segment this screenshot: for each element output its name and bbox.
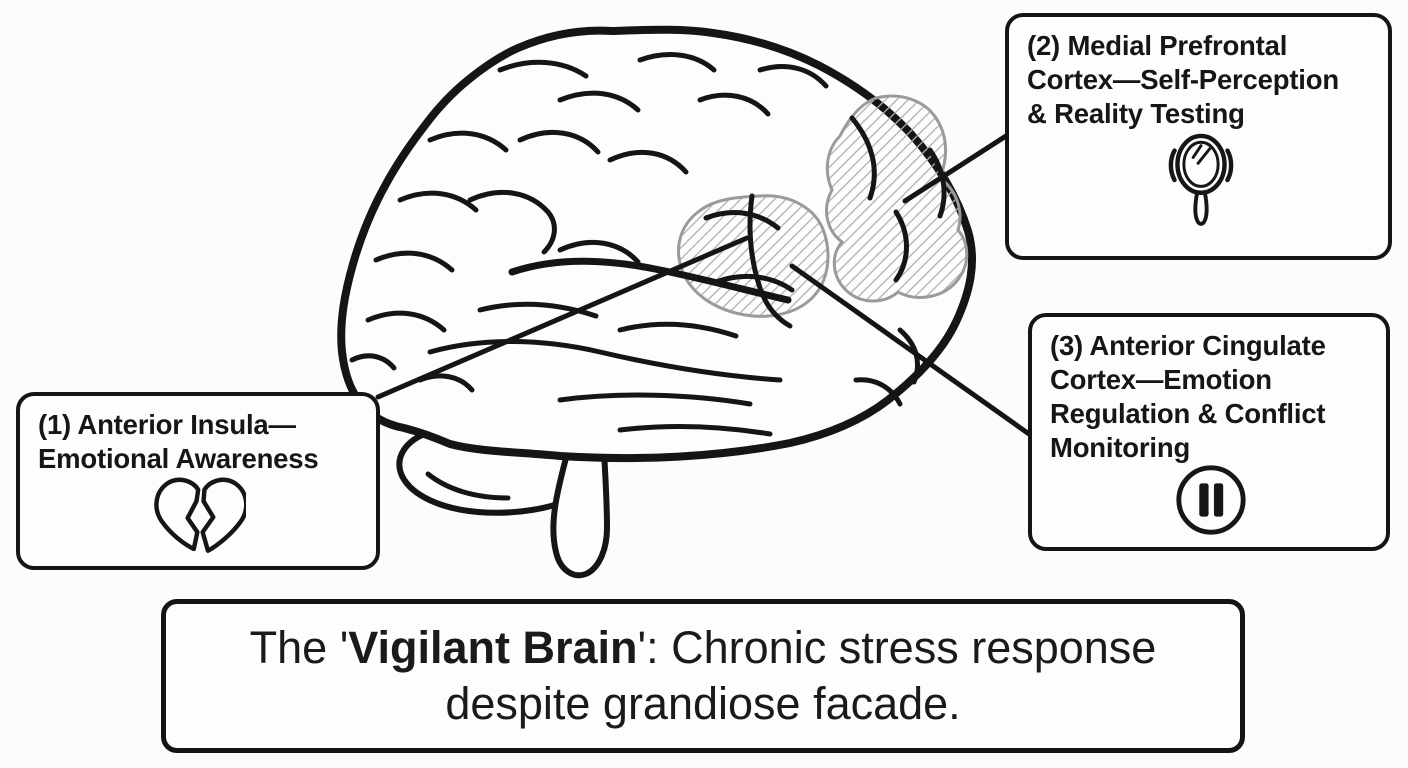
callout-text-line: Regulation & Conflict (1050, 398, 1326, 429)
callout-medial-prefrontal: (2) Medial Prefrontal Cortex—Self-Percep… (1005, 13, 1392, 260)
caption-box: The 'Vigilant Brain': Chronic stress res… (161, 599, 1245, 753)
brain-stem-outline (550, 447, 610, 579)
callout-text-line: Emotional Awareness (38, 443, 319, 474)
callout-anterior-insula: (1) Anterior Insula— Emotional Awareness (16, 392, 380, 570)
leader-line-medial-prefrontal (902, 133, 1009, 204)
caption-text-line2: despite grandiose facade. (445, 678, 961, 729)
callout-anterior-cingulate: (3) Anterior Cingulate Cortex—Emotion Re… (1028, 313, 1390, 551)
callout-text-line: Monitoring (1050, 432, 1191, 463)
caption-text-prefix: The ' (249, 622, 349, 673)
broken-heart-icon (154, 477, 246, 553)
sulci-lines (349, 52, 947, 501)
caption-text-bold: Vigilant Brain (348, 622, 638, 673)
callout-text-line: (2) Medial Prefrontal (1027, 30, 1288, 61)
leader-lines (375, 133, 1032, 437)
caption-text-suffix: ': Chronic stress response (637, 622, 1157, 673)
callout-text-line: Cortex—Emotion (1050, 364, 1272, 395)
highlight-region-medial-prefrontal (825, 94, 969, 303)
pause-icon (1176, 465, 1246, 535)
callout-text-line: Cortex—Self-Perception (1027, 64, 1339, 95)
hand-mirror-icon (1168, 133, 1233, 226)
callout-text-line: (3) Anterior Cingulate (1050, 330, 1326, 361)
callout-text-line: & Reality Testing (1027, 98, 1245, 129)
leader-line-anterior-insula (375, 235, 750, 400)
callout-text-line: (1) Anterior Insula— (38, 409, 296, 440)
leader-line-anterior-cingulate (789, 263, 1032, 437)
